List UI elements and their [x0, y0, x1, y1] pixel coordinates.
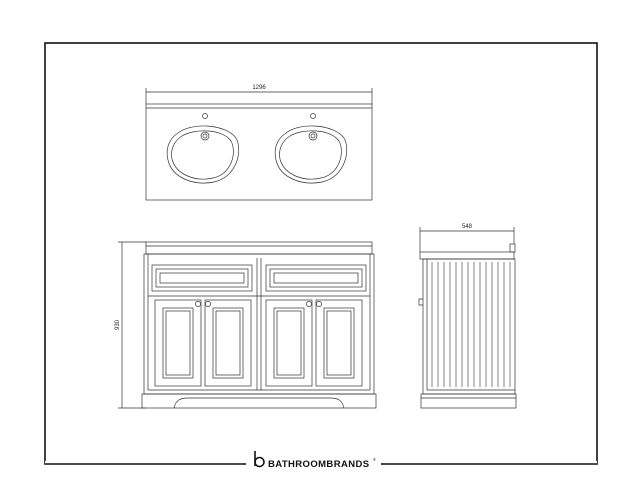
- knob-4: [316, 301, 322, 307]
- footer: BATHROOMBRANDS ®: [45, 451, 597, 474]
- side-plinth: [420, 393, 517, 409]
- basin-left: [166, 125, 240, 184]
- front-height-dimension: 930: [115, 319, 121, 330]
- door-1: [154, 299, 202, 387]
- side-knob-profile: [418, 298, 423, 306]
- front-countertop: [145, 241, 373, 255]
- door-4: [315, 299, 363, 387]
- knob-3: [306, 301, 312, 307]
- top-view: [145, 88, 373, 201]
- tap-hole-right: [310, 113, 316, 119]
- top-view-outline: [145, 103, 373, 201]
- basin-right-drain: [308, 131, 318, 141]
- knob-2: [205, 301, 211, 307]
- side-top: [419, 251, 515, 260]
- door-3: [265, 299, 313, 387]
- basin-right: [274, 125, 348, 184]
- drawer-right: [265, 264, 367, 292]
- top-width-dimension: 1296: [252, 85, 266, 91]
- side-depth-dimension: 548: [462, 224, 473, 230]
- side-tongue-and-groove-panels: [431, 262, 511, 387]
- side-view: [418, 227, 517, 409]
- b-circle-logo-icon: [254, 451, 265, 468]
- plinth-cutout: [173, 397, 345, 409]
- front-plinth: [141, 393, 377, 409]
- side-body: [422, 258, 516, 395]
- front-carcass: [143, 253, 375, 395]
- knob-1: [195, 301, 201, 307]
- basin-left-drain: [200, 131, 210, 141]
- brand-registered-mark: ®: [373, 457, 376, 462]
- brand-name: BATHROOMBRANDS: [268, 459, 369, 470]
- door-2: [204, 299, 252, 387]
- front-view: [118, 241, 377, 409]
- tap-hole-left: [202, 113, 208, 119]
- side-upstand: [509, 243, 516, 253]
- drawer-left: [151, 264, 253, 292]
